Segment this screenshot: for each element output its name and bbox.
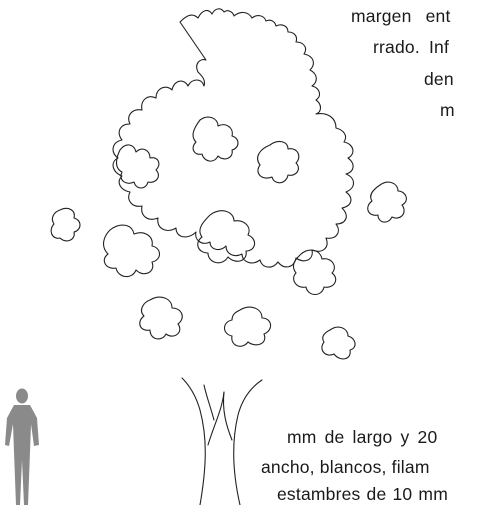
text-line-3: den (424, 69, 454, 89)
leaf-clump (102, 224, 161, 278)
text-line-7: estambres de 10 mm (277, 484, 448, 504)
text-line-5: mm de largo y 20 (287, 427, 438, 447)
leaf-clump (139, 296, 183, 340)
leaf-clump (50, 207, 81, 242)
trunk (233, 379, 263, 505)
leaf-clump (367, 181, 407, 223)
canopy-outline (112, 8, 355, 268)
text-line-6: ancho, blancos, filam (261, 457, 430, 477)
leaf-clump (115, 144, 160, 189)
trunk-branch (207, 391, 225, 446)
trunk (181, 377, 206, 505)
trunk-branch (203, 384, 215, 421)
text-line-4: m (440, 100, 455, 120)
trunk-branch (222, 391, 233, 441)
human-silhouette (5, 388, 39, 505)
leaf-clump (197, 210, 256, 264)
text-line-2: rrado. Inf (373, 37, 450, 57)
leaf-clump (321, 326, 356, 360)
leaf-clump (257, 140, 300, 184)
leaf-clump (192, 116, 239, 162)
text-line-1: margen ent (351, 6, 451, 26)
leaf-clump (223, 306, 272, 347)
leaf-clump (292, 249, 337, 296)
